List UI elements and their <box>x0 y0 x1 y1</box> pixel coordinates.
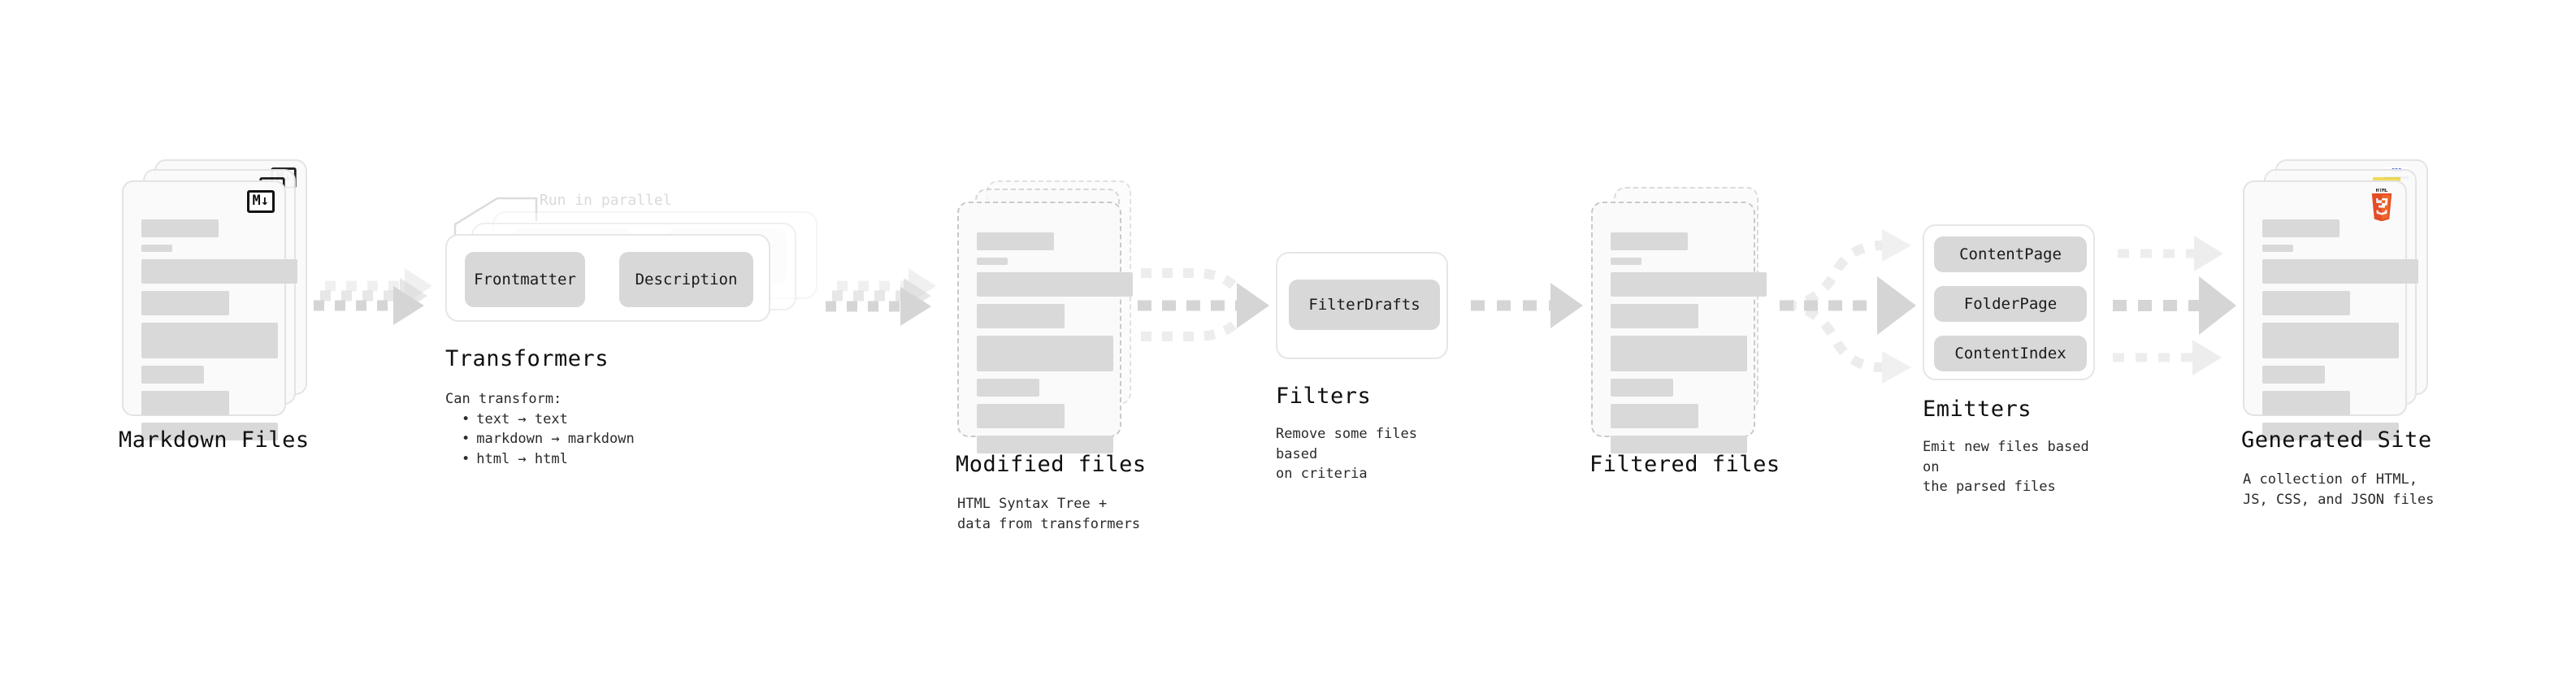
html5-badge: HTML <box>2371 189 2392 221</box>
stage-markdown-files: M↓ M↓ M↓ Markdown Files <box>119 159 309 453</box>
stage-subtitle-emitters: Emit new files based on the parsed files <box>1923 439 2089 496</box>
chip-folderpage-label: FolderPage <box>1963 295 2058 313</box>
generated-site-stack: CSS HTML <box>2243 159 2438 440</box>
content-bar <box>977 436 1113 453</box>
stage-title-modified-files: Modified files <box>956 452 1147 477</box>
stage-modified-files: Modified files HTML Syntax Tree + data f… <box>956 180 1146 532</box>
content-bar <box>141 391 229 415</box>
chip-contentpage-label: ContentPage <box>1959 245 2062 263</box>
stage-emitters: ContentPage FolderPage ContentIndex Emit… <box>1923 224 2101 495</box>
stage-title-emitters: Emitters <box>1923 397 2032 422</box>
transformers-box-stack: Frontmatter Description <box>445 192 827 322</box>
chip-contentpage[interactable]: ContentPage <box>1934 236 2087 272</box>
document-content-bars <box>2262 219 2418 448</box>
content-bar <box>141 366 204 384</box>
stage-subtitle-generated-site: A collection of HTML, JS, CSS, and JSON … <box>2243 471 2435 508</box>
content-bar <box>141 323 278 358</box>
document-content-bars <box>977 232 1133 461</box>
stage-title-filtered-files: Filtered files <box>1589 452 1780 477</box>
content-bar <box>977 304 1065 328</box>
content-bar <box>141 423 278 440</box>
chip-description-label: Description <box>635 271 738 288</box>
content-bar <box>1611 272 1767 297</box>
connector-md-to-transformers <box>314 268 432 325</box>
transformers-subtitle-line: Can transform: <box>445 391 562 407</box>
content-bar <box>977 404 1065 428</box>
document-content-bars <box>141 219 297 448</box>
markdown-badge-label: M↓ <box>252 193 269 209</box>
content-bar <box>2262 423 2399 440</box>
transformers-box-front[interactable]: Frontmatter Description <box>445 234 770 322</box>
markdown-badge: M↓ <box>246 190 275 213</box>
stage-transformers: Run in parallel <box>445 192 827 467</box>
stage-generated-site: CSS HTML Generated Site A co <box>2241 159 2438 508</box>
transformers-bullet-list: text → text markdown → markdown html → h… <box>445 410 635 470</box>
content-bar <box>1611 304 1698 328</box>
stage-title-markdown-files: Markdown Files <box>119 427 310 453</box>
content-bar <box>1611 379 1673 397</box>
bullet-item: html → html <box>462 449 635 470</box>
chip-filterdrafts[interactable]: FilterDrafts <box>1289 280 1440 330</box>
stage-subtitle-filters: Remove some files based on criteria <box>1276 426 1417 483</box>
content-bar <box>977 258 1008 265</box>
filtered-card-front <box>1591 202 1767 453</box>
content-bar <box>977 379 1039 397</box>
chip-filterdrafts-label: FilterDrafts <box>1308 296 1420 314</box>
content-bar <box>141 291 229 315</box>
run-in-parallel-note: Run in parallel <box>540 192 672 209</box>
filters-box[interactable]: FilterDrafts <box>1276 252 1448 359</box>
stage-title-filters: Filters <box>1276 384 1372 409</box>
content-bar <box>977 272 1133 297</box>
stage-filtered-files: Filtered files <box>1589 180 1780 477</box>
content-bar <box>1611 232 1688 250</box>
connector-emitters-to-site <box>2113 236 2236 375</box>
modified-file-stack <box>957 180 1144 453</box>
bullet-item: markdown → markdown <box>462 429 634 449</box>
content-bar <box>2262 259 2418 284</box>
content-bar <box>1611 258 1641 265</box>
chip-frontmatter[interactable]: Frontmatter <box>465 252 585 307</box>
content-bar <box>977 336 1113 371</box>
content-bar <box>1611 404 1698 428</box>
connector-filters-to-filtered <box>1471 283 1583 328</box>
filtered-file-stack <box>1591 180 1778 453</box>
chip-frontmatter-label: Frontmatter <box>474 271 576 288</box>
connector-filtered-to-emitters <box>1780 229 1916 384</box>
stage-filters: FilterDrafts Filters Remove some files b… <box>1276 252 1451 482</box>
content-bar <box>2262 366 2325 384</box>
stage-subtitle-modified-files: HTML Syntax Tree + data from transformer… <box>957 496 1141 532</box>
stage-title-transformers: Transformers <box>445 346 609 371</box>
stage-title-generated-site: Generated Site <box>2241 427 2432 453</box>
content-bar <box>1611 436 1747 453</box>
chip-description[interactable]: Description <box>619 252 753 307</box>
emitters-box[interactable]: ContentPage FolderPage ContentIndex <box>1923 224 2095 380</box>
markdown-file-stack: M↓ M↓ M↓ <box>122 159 309 440</box>
content-bar <box>2262 391 2350 415</box>
document-content-bars <box>1611 232 1767 461</box>
chip-contentindex[interactable]: ContentIndex <box>1934 336 2087 371</box>
content-bar <box>977 232 1054 250</box>
emitters-box-wrap: ContentPage FolderPage ContentIndex <box>1923 224 2101 383</box>
content-bar <box>141 245 172 252</box>
filters-box-wrap: FilterDrafts <box>1276 252 1451 362</box>
content-bar <box>141 219 219 237</box>
content-bar <box>2262 291 2350 315</box>
content-bar <box>2262 245 2293 252</box>
content-bar <box>141 259 297 284</box>
connector-modified-to-filters <box>1138 268 1269 341</box>
content-bar <box>2262 219 2340 237</box>
content-bar <box>1611 336 1747 371</box>
connector-transformers-to-modified <box>826 268 936 326</box>
content-bar <box>2262 323 2399 358</box>
svg-text:HTML: HTML <box>2376 189 2388 193</box>
bullet-item: text → text <box>462 410 635 430</box>
markdown-card-front: M↓ <box>122 180 297 440</box>
chip-folderpage[interactable]: FolderPage <box>1934 286 2087 322</box>
chip-contentindex-label: ContentIndex <box>1954 345 2066 362</box>
stage-subtitle-transformers: Can transform: text → text markdown → ma… <box>445 389 635 470</box>
modified-card-front <box>957 202 1133 453</box>
generated-card-front: HTML <box>2243 180 2418 440</box>
